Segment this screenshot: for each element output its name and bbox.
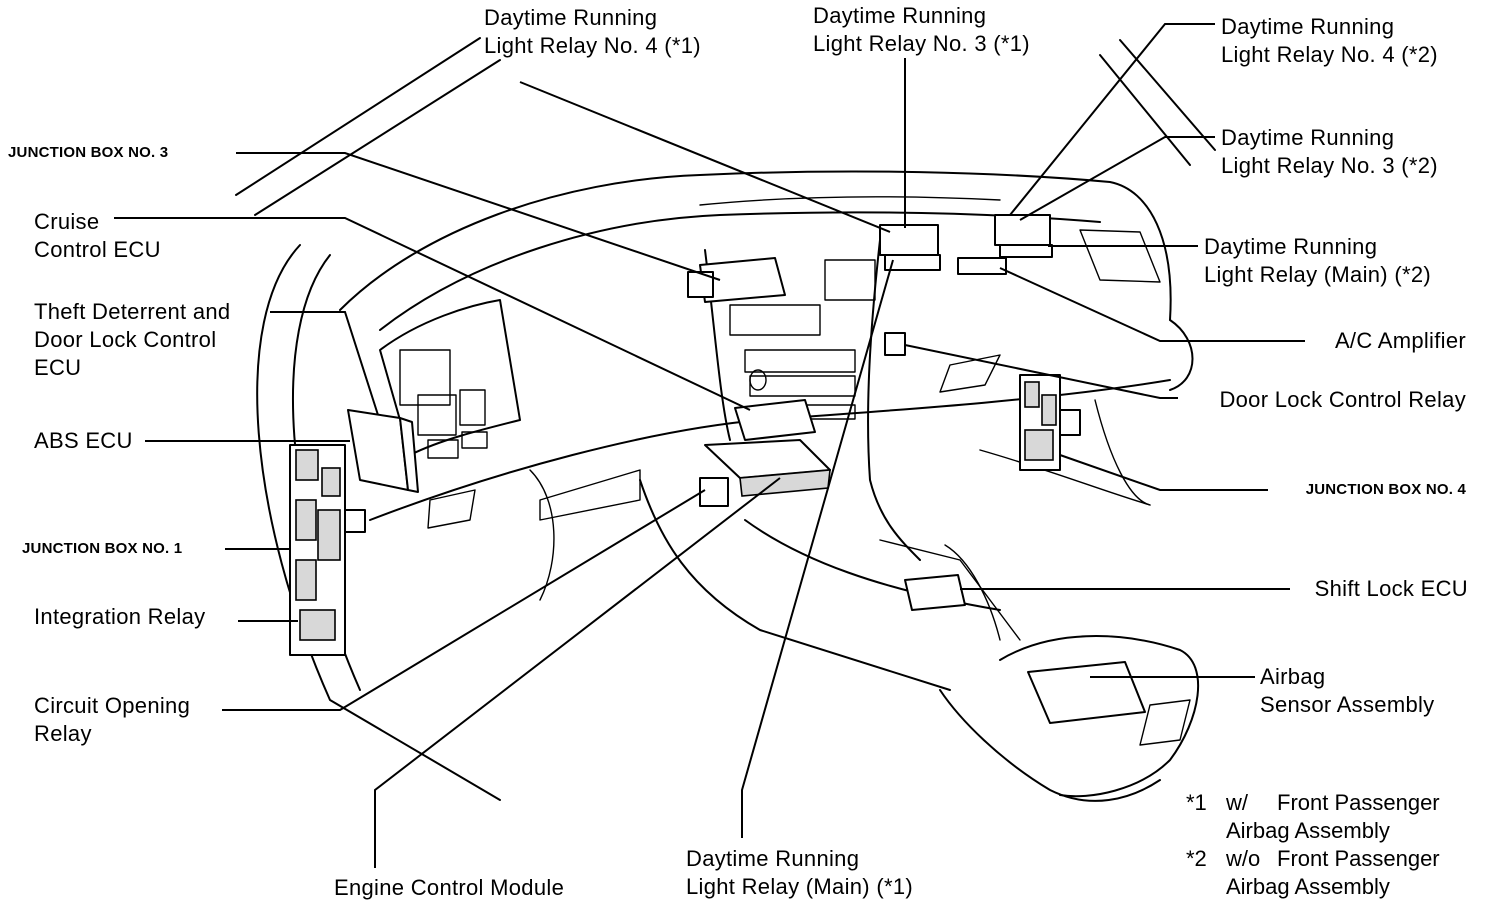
label-drl-relay-4-1: Daytime Running Light Relay No. 4 (*1)	[484, 5, 701, 58]
knee-panel	[539, 469, 641, 521]
right-a-pillar	[1119, 39, 1216, 151]
dashboard-top	[339, 170, 1172, 321]
footnote-1-line2: Airbag Assembly	[1226, 818, 1390, 843]
door-lock-relay-part	[884, 332, 906, 356]
ac-amplifier-part	[957, 257, 1007, 275]
label-door-lock-control-relay: Door Lock Control Relay	[1219, 387, 1466, 412]
leader-drl4-1	[519, 81, 891, 233]
console-rear	[939, 689, 1161, 802]
passenger-floor	[979, 449, 1151, 506]
right-vent-top	[1079, 229, 1161, 283]
label-cruise-control-ecu: Cruise Control ECU	[34, 209, 161, 262]
engine-control-module-part	[734, 399, 816, 441]
airbag-sensor-part	[1027, 661, 1146, 724]
drl-relay-4-2-part	[994, 214, 1053, 258]
shifter-boot	[944, 544, 1001, 641]
label-drl-relay-main-2: Daytime Running Light Relay (Main) (*2)	[1204, 234, 1431, 287]
junction-box-1-part	[289, 444, 366, 656]
label-abs-ecu: ABS ECU	[34, 428, 133, 453]
right-a-pillar-inner	[1099, 54, 1191, 166]
center-vent-right	[824, 259, 876, 301]
label-drl-relay-3-1: Daytime Running Light Relay No. 3 (*1)	[813, 3, 1030, 56]
label-circuit-opening-relay: Circuit Opening Relay	[34, 693, 191, 746]
leader-drlmain-1	[741, 259, 894, 838]
label-junction-box-4: JUNCTION BOX NO. 4	[1305, 481, 1466, 498]
footnote-1: *1 w/ Front Passenger	[1186, 790, 1440, 815]
console-armrest	[999, 635, 1200, 798]
gauge-left	[399, 349, 451, 406]
leader-ac-amp	[999, 267, 1305, 342]
radio-knob	[749, 369, 767, 391]
shift-lock-ecu-part	[904, 574, 966, 611]
label-airbag-sensor-assembly: Airbag Sensor Assembly	[1260, 664, 1435, 717]
leader-theft	[270, 311, 379, 416]
right-dash-curve	[1094, 399, 1151, 506]
left-a-pillar	[235, 37, 481, 196]
abs-ecu-part	[347, 409, 419, 493]
label-engine-control-module: Engine Control Module	[334, 875, 565, 900]
cruise-control-ecu-part	[687, 257, 786, 303]
dashboard-right-side	[1169, 319, 1194, 391]
center-vent-left	[729, 304, 821, 336]
leader-cruise	[114, 217, 751, 411]
dashboard-top-inner	[379, 211, 1101, 331]
lower-left-vent	[427, 489, 476, 529]
footnote-2: *2 w/o Front Passenger	[1186, 846, 1440, 871]
label-theft-deterrent-ecu: Theft Deterrent and Door Lock Control EC…	[34, 299, 231, 380]
footnote-2-line2: Airbag Assembly	[1226, 874, 1390, 899]
gauge-bottom-right	[461, 431, 488, 449]
footnotes: *1 w/ Front Passenger Airbag Assembly *2…	[1186, 789, 1440, 901]
label-drl-relay-3-2: Daytime Running Light Relay No. 3 (*2)	[1221, 125, 1438, 178]
gauge-center	[417, 394, 457, 436]
center-stack-right	[867, 239, 921, 561]
label-drl-relay-4-2: Daytime Running Light Relay No. 4 (*2)	[1221, 14, 1438, 67]
leader-ecm	[374, 477, 781, 868]
column-cover	[529, 469, 555, 601]
label-shift-lock-ecu: Shift Lock ECU	[1314, 576, 1468, 601]
label-junction-box-3: JUNCTION BOX NO. 3	[8, 144, 169, 161]
center-junction-part	[699, 439, 831, 507]
label-drl-relay-main-1: Daytime Running Light Relay (Main) (*1)	[686, 846, 913, 899]
glovebox-vent	[939, 354, 1001, 393]
label-integration-relay: Integration Relay	[34, 604, 206, 629]
defroster-line	[699, 196, 1001, 206]
leader-jb4	[1059, 454, 1268, 491]
label-junction-box-1: JUNCTION BOX NO. 1	[22, 540, 183, 557]
label-ac-amplifier: A/C Amplifier	[1334, 328, 1466, 353]
gauge-bottom-left	[427, 439, 459, 459]
drl-relay-3-part	[879, 224, 941, 271]
leader-drl3-2	[1019, 136, 1215, 221]
leader-jb3	[236, 152, 721, 281]
leader-drl4-2	[1009, 23, 1215, 216]
console-left-edge	[639, 479, 951, 691]
left-a-pillar-inner	[254, 59, 501, 216]
radio-unit	[744, 349, 856, 373]
climate-panel	[749, 375, 856, 397]
cupholder	[1139, 699, 1191, 746]
junction-box-4-part	[1019, 374, 1081, 471]
gauge-right	[459, 389, 486, 426]
leader-circuit-opening	[222, 489, 706, 711]
instrument-hood	[379, 299, 521, 456]
leader-door-lock-relay	[904, 344, 1178, 399]
console-side	[879, 539, 1021, 641]
